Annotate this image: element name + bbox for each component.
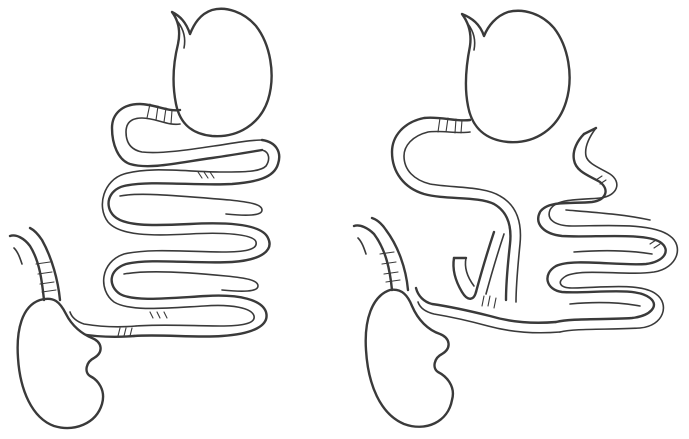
- left-panel: [10, 9, 279, 428]
- right-panel: [354, 11, 677, 427]
- right-small-intestine: [538, 128, 677, 332]
- left-colon: [10, 228, 103, 428]
- right-duodenal-limb: [392, 118, 520, 302]
- left-stomach: [172, 9, 272, 136]
- right-anastomosis: [416, 288, 560, 333]
- right-stomach: [462, 11, 570, 142]
- left-small-intestine: [102, 140, 279, 337]
- right-colon: [354, 218, 453, 427]
- left-duodenum: [112, 104, 262, 166]
